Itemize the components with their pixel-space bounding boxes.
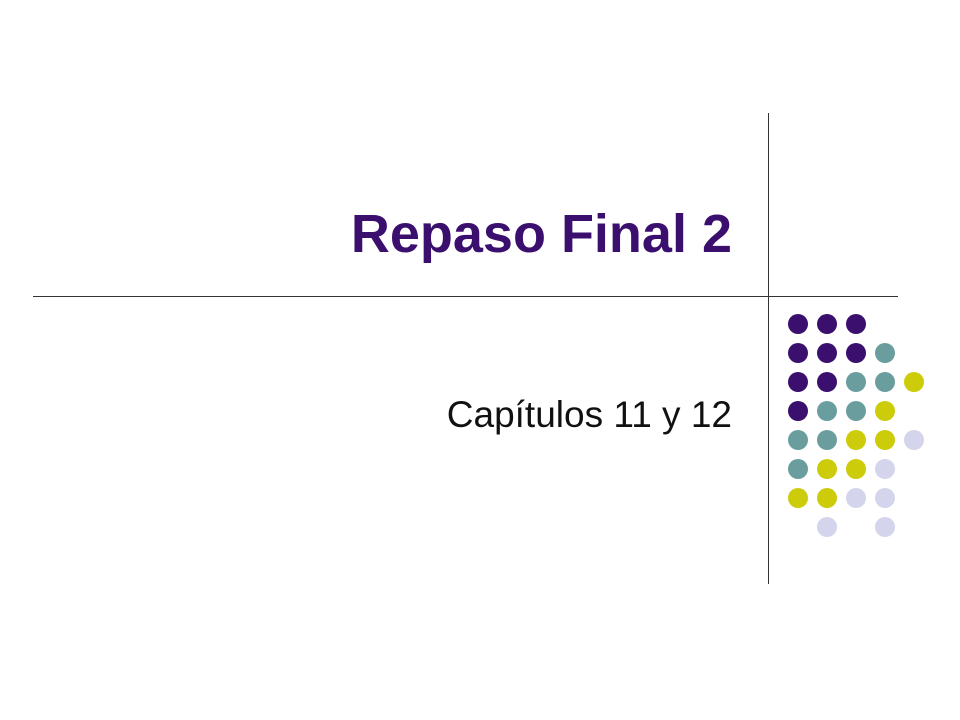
slide-title: Repaso Final 2: [350, 204, 732, 264]
dot-purple: [788, 401, 808, 421]
dot-yellow: [875, 430, 895, 450]
dot-purple: [846, 343, 866, 363]
dot-purple: [788, 314, 808, 334]
dot-teal: [788, 430, 808, 450]
dot-teal: [846, 372, 866, 392]
dot-teal: [875, 343, 895, 363]
dot-lavender: [875, 517, 895, 537]
dot-purple: [788, 372, 808, 392]
dot-yellow: [846, 430, 866, 450]
dot-teal: [875, 372, 895, 392]
dot-lavender: [875, 488, 895, 508]
dot-yellow: [817, 459, 837, 479]
dot-teal: [817, 401, 837, 421]
dot-purple: [817, 314, 837, 334]
dot-yellow: [875, 401, 895, 421]
dot-purple: [788, 343, 808, 363]
dot-lavender: [846, 488, 866, 508]
dot-teal: [817, 430, 837, 450]
dot-yellow: [904, 372, 924, 392]
vertical-rule: [768, 113, 769, 584]
dot-teal: [788, 459, 808, 479]
dot-yellow: [817, 488, 837, 508]
dot-lavender: [817, 517, 837, 537]
dot-purple: [846, 314, 866, 334]
horizontal-rule: [33, 296, 898, 297]
dot-purple: [817, 343, 837, 363]
dot-lavender: [904, 430, 924, 450]
dot-yellow: [788, 488, 808, 508]
dot-yellow: [846, 459, 866, 479]
dot-lavender: [875, 459, 895, 479]
slide-subtitle: Capítulos 11 y 12: [446, 394, 732, 435]
dot-purple: [817, 372, 837, 392]
dot-teal: [846, 401, 866, 421]
